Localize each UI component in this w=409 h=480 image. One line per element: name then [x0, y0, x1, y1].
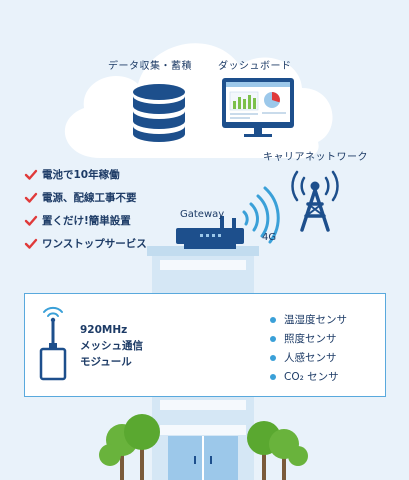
wireless-signal-icon [242, 186, 280, 244]
bullet-dot-icon [270, 335, 276, 342]
feature-item: 置くだけ!簡単設置 [24, 209, 147, 232]
sensor-item: 人感センサ [270, 348, 347, 367]
gateway-label: Gateway [180, 209, 225, 220]
bullet-dot-icon [270, 373, 276, 380]
sensor-text: 温湿度センサ [284, 313, 347, 326]
feature-item: 電源、配線工事不要 [24, 186, 147, 209]
data-collection-label: データ収集・蓄積 [108, 61, 192, 72]
mesh-module-icon [39, 306, 67, 381]
check-icon [24, 192, 38, 203]
feature-text: 電池で10年稼働 [42, 168, 120, 181]
cell-tower-icon [291, 170, 339, 232]
carrier-network-label: キャリアネットワーク [263, 152, 368, 163]
check-icon [24, 169, 38, 180]
feature-item: ワンストップサービス [24, 232, 147, 255]
feature-item: 電池で10年稼働 [24, 163, 147, 186]
bullet-dot-icon [270, 316, 276, 323]
module-mesh: メッシュ通信 [80, 340, 143, 352]
feature-text: ワンストップサービス [42, 237, 147, 250]
feature-text: 電源、配線工事不要 [42, 191, 137, 204]
sensor-item: 温湿度センサ [270, 310, 347, 329]
database-icon [133, 84, 185, 142]
check-icon [24, 238, 38, 249]
bullet-dot-icon [270, 354, 276, 361]
trees-left [99, 414, 160, 480]
module-frequency: 920MHz [80, 324, 128, 336]
feature-list: 電池で10年稼働 電源、配線工事不要 置くだけ!簡単設置 ワンストップサービス [24, 163, 147, 255]
sensor-item: CO₂ センサ [270, 367, 347, 386]
module-name: モジュール [80, 356, 132, 368]
sensor-item: 照度センサ [270, 329, 347, 348]
trees-right [247, 421, 308, 480]
dashboard-monitor-icon [222, 78, 294, 137]
network-type-label: 4G [262, 232, 277, 243]
sensor-text: 照度センサ [284, 332, 337, 345]
mesh-module-label: 920MHz メッシュ通信 モジュール [80, 322, 143, 370]
cloud [64, 43, 333, 159]
sensor-text: 人感センサ [284, 351, 337, 364]
sensor-info-box [24, 293, 386, 397]
gateway-device-icon [176, 216, 244, 249]
sensor-text: CO₂ センサ [284, 370, 339, 383]
check-icon [24, 215, 38, 226]
feature-text: 置くだけ!簡単設置 [42, 214, 131, 227]
dashboard-label: ダッシュボード [218, 61, 292, 72]
sensor-list: 温湿度センサ 照度センサ 人感センサ CO₂ センサ [270, 310, 347, 386]
